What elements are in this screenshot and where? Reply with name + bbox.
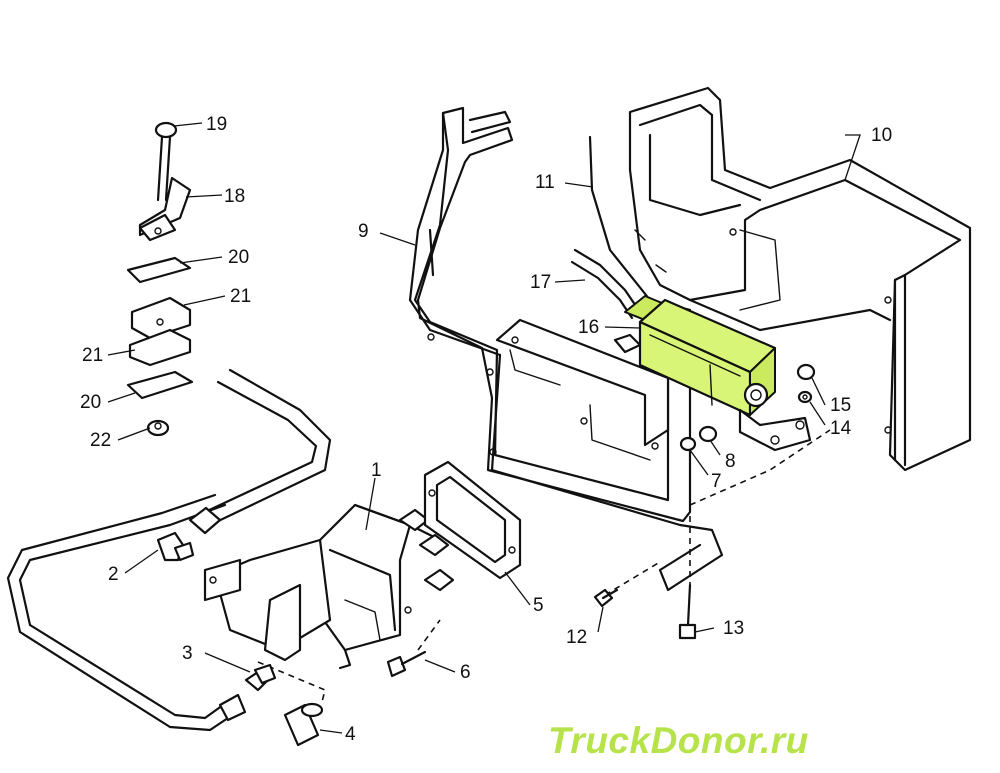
pipe-assembly [6,368,332,732]
bracket-plate [408,106,724,592]
battery-box [628,86,972,472]
bolt-6 [386,650,427,678]
cable-17 [573,248,642,314]
callout-18: 18 [224,186,245,207]
callout-4: 4 [345,724,356,745]
callout-9: 9 [358,221,369,242]
fasteners-right [679,363,816,452]
callout-2: 2 [108,564,119,585]
callout-8: 8 [725,451,736,472]
gasket-5 [423,460,522,580]
callout-16: 16 [578,317,599,338]
leader-lines [107,122,861,734]
callout-20-left: 20 [80,392,101,413]
callout-5: 5 [533,595,544,616]
callout-11: 11 [535,172,555,193]
callout-15: 15 [830,395,851,416]
callout-13: 13 [723,618,744,639]
callout-1: 1 [371,460,382,481]
callout-3: 3 [182,643,193,664]
screw-13 [678,583,697,640]
callout-12: 12 [566,627,587,648]
fitting-3 [244,663,277,692]
mounting-shelf [495,318,670,461]
callout-10: 10 [871,125,892,146]
callout-20-top: 20 [228,247,249,268]
callout-17: 17 [530,272,551,293]
battery-switch-1 [203,503,455,670]
cap-4 [283,702,324,747]
callout-21-top: 21 [230,286,251,307]
relay-16-highlighted [613,295,812,452]
callout-14: 14 [830,418,852,439]
screw-12 [593,588,619,608]
callout-6: 6 [460,662,471,683]
clamp-stack [126,121,194,437]
callout-numbers: 19 18 20 21 21 20 22 1 2 3 4 5 6 7 8 9 1… [80,114,892,745]
callout-19: 19 [206,114,227,135]
callout-7: 7 [711,471,722,492]
watermark: TruckDonor.ru [548,720,809,761]
callout-21-left: 21 [82,345,103,366]
callout-22: 22 [90,430,111,451]
fitting-2 [156,531,195,562]
